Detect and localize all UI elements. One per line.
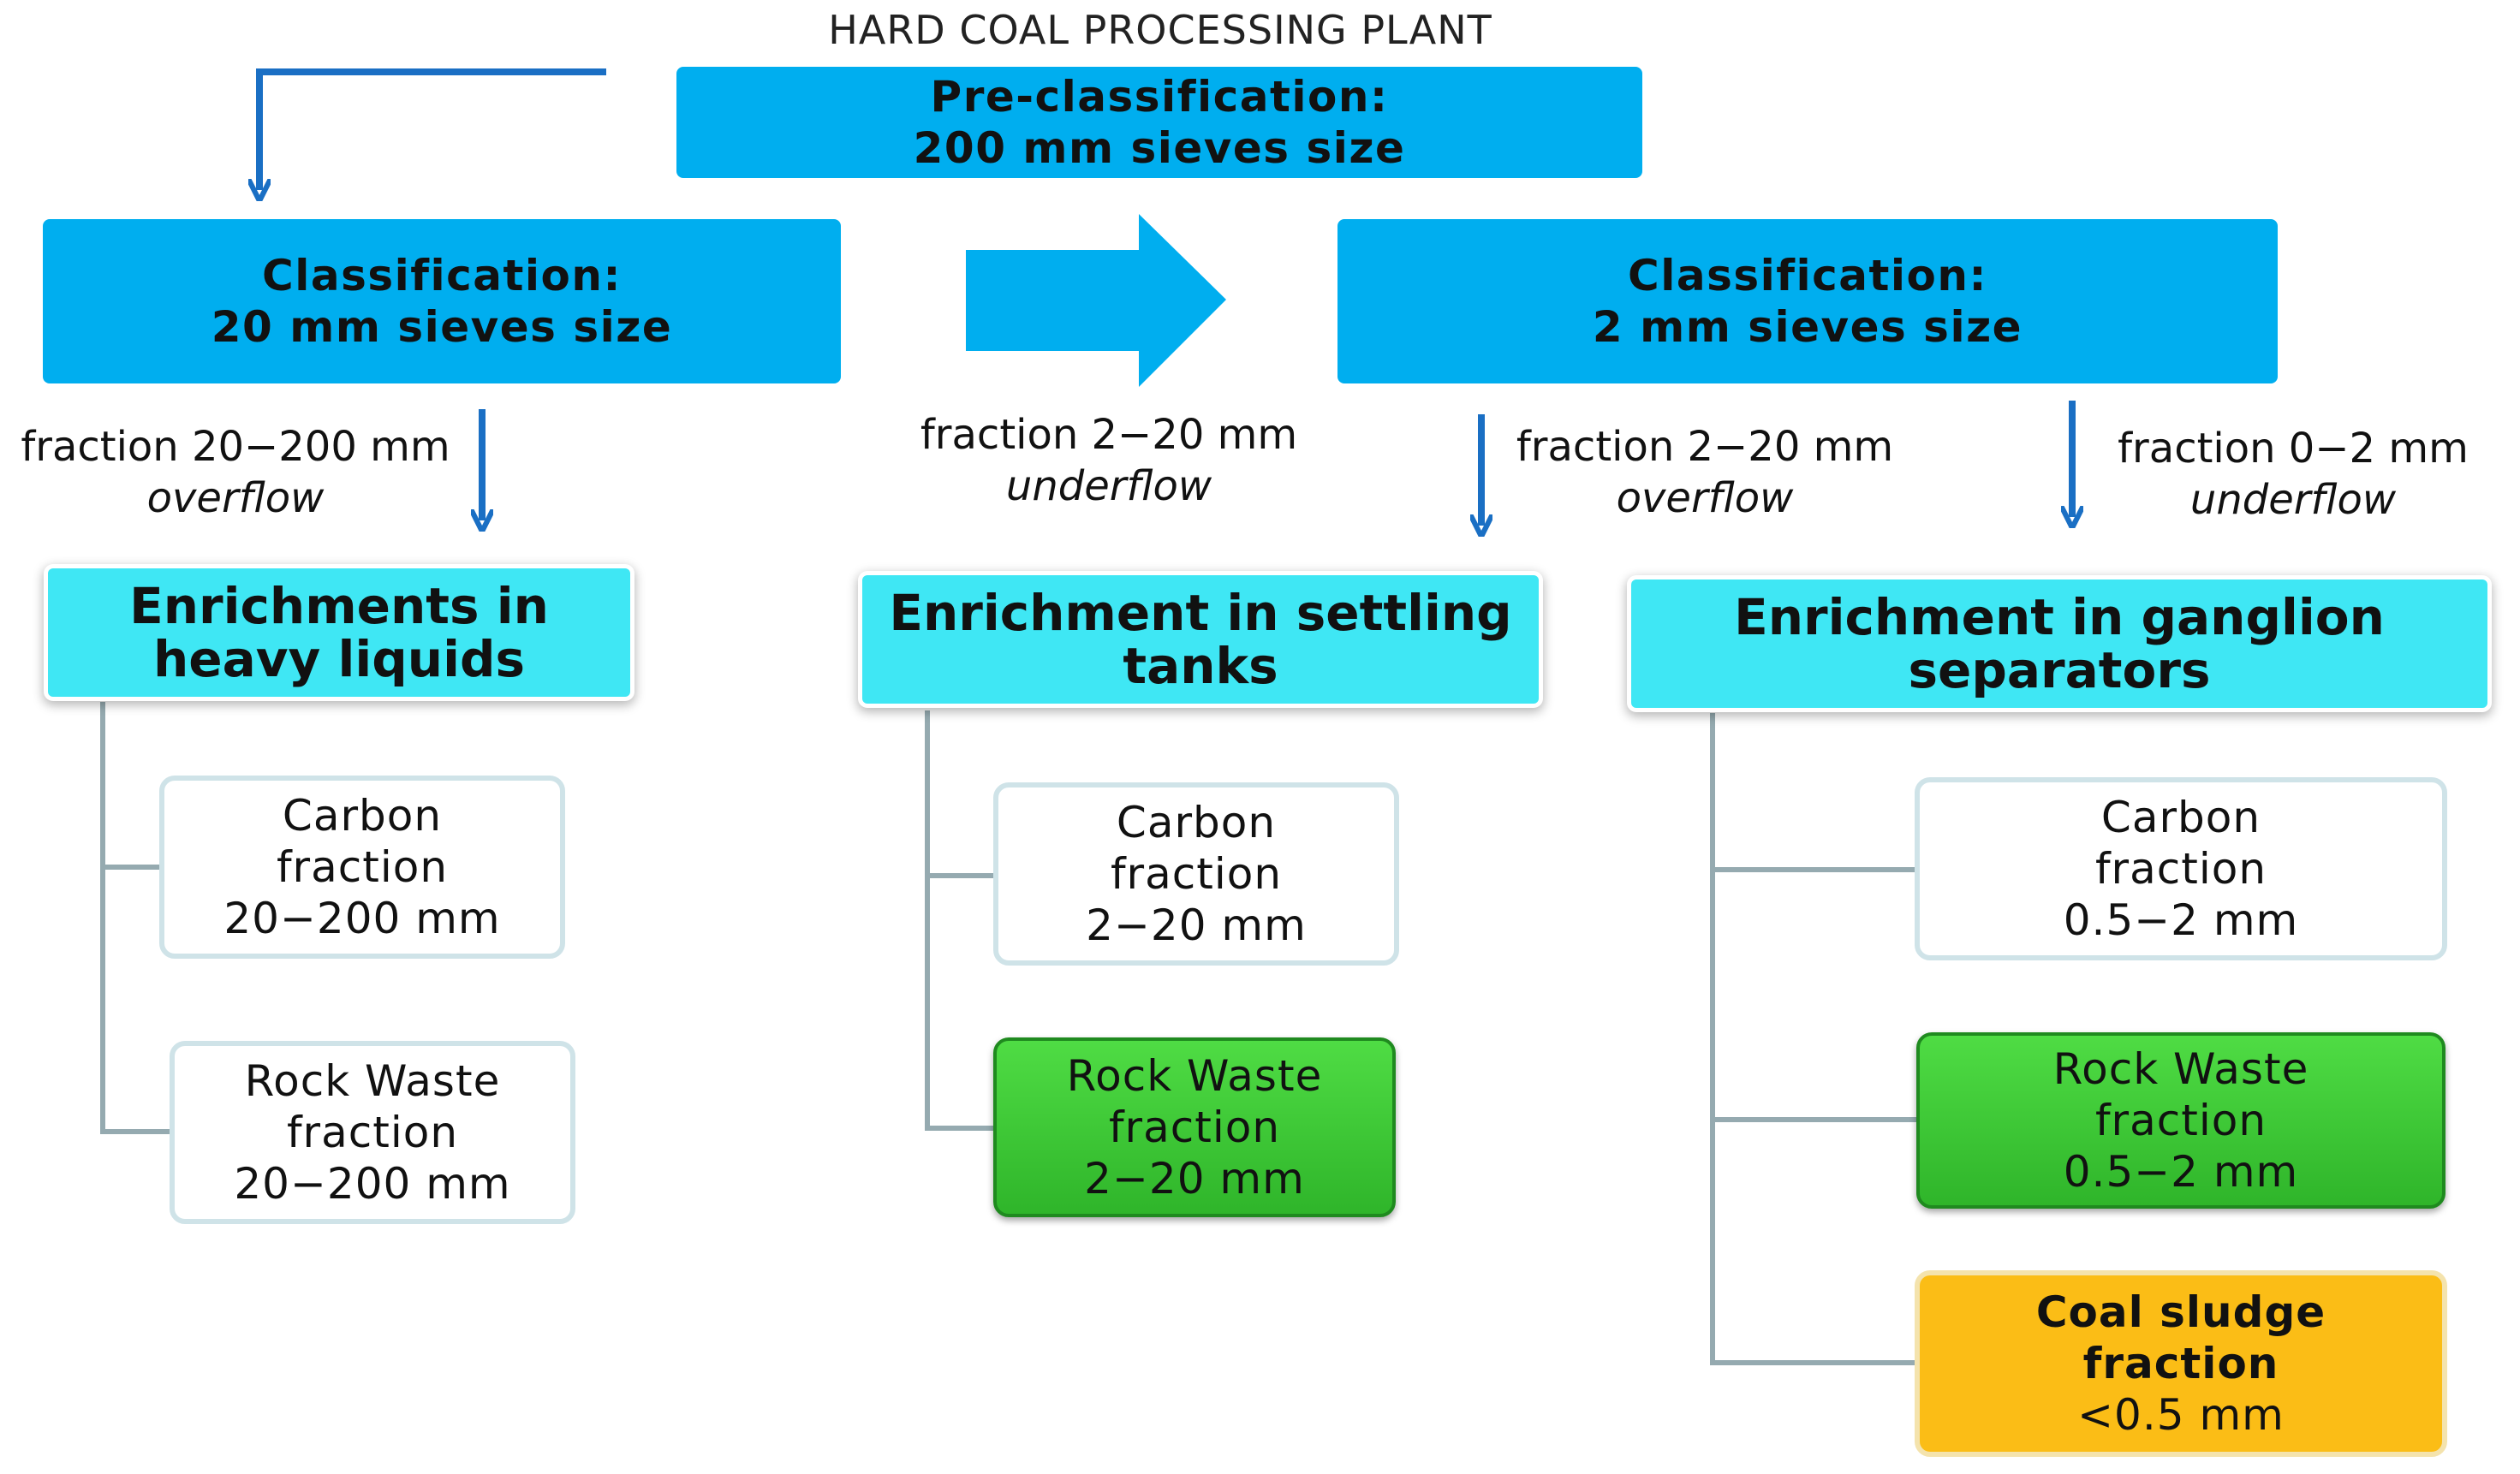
enrichment-settling-line2: tanks — [1123, 637, 1278, 695]
flow-ganglion-fraction: fraction 0−2 mm — [2118, 425, 2469, 473]
leaf-line1: Rock Waste — [244, 1056, 501, 1106]
classification-2mm-line1: Classification: — [1628, 251, 1987, 300]
leaf-line3: 2−20 mm — [1086, 900, 1307, 950]
flow-label-heavy: fraction 20−200 mm overflow — [9, 421, 462, 524]
leaf-line3: 20−200 mm — [223, 894, 501, 943]
connector-settling — [925, 710, 995, 1131]
classification-20mm-box: Classification: 20 mm sieves size — [43, 219, 841, 383]
leaf-settling-rock-waste: Rock Waste fraction 2−20 mm — [993, 1037, 1396, 1217]
leaf-settling-carbon: Carbon fraction 2−20 mm — [993, 782, 1399, 966]
leaf-ganglion-carbon: Carbon fraction 0.5−2 mm — [1915, 777, 2447, 960]
flow-mid-type: underflow — [1005, 462, 1212, 510]
connector-ganglion — [1710, 713, 1918, 1365]
return-arrow — [259, 68, 606, 190]
leaf-line1: Carbon — [2100, 793, 2261, 842]
preclassification-line1: Pre-classification: — [930, 72, 1389, 122]
enrichment-heavy-line2: heavy liquids — [152, 630, 526, 688]
enrichment-ganglion-separators: Enrichment in ganglion separators — [1631, 579, 2487, 708]
flow-ganglion-type: underflow — [2189, 476, 2397, 524]
leaf-heavy-rock-waste: Rock Waste fraction 20−200 mm — [170, 1041, 575, 1224]
leaf-line1: Carbon — [282, 791, 443, 841]
enrichment-ganglion-line1: Enrichment in ganglion — [1734, 588, 2385, 646]
enrichment-heavy-liquids: Enrichments in heavy liquids — [48, 568, 630, 697]
enrichment-settling-line1: Enrichment in settling — [889, 584, 1512, 642]
leaf-line2: fraction — [1110, 849, 1283, 899]
leaf-line1: Rock Waste — [2052, 1044, 2309, 1094]
classification-20mm-line1: Classification: — [262, 251, 622, 300]
enrichment-heavy-line1: Enrichments in — [129, 577, 549, 635]
leaf-line3: 0.5−2 mm — [2063, 895, 2299, 945]
leaf-line3: 20−200 mm — [234, 1159, 511, 1209]
flow-mid-fraction: fraction 2−20 mm — [920, 411, 1298, 459]
classification-2mm-line2: 2 mm sieves size — [1592, 302, 2023, 352]
leaf-line3: <0.5 mm — [2077, 1390, 2285, 1440]
leaf-line2: fraction — [2082, 1339, 2279, 1388]
leaf-line2: fraction — [286, 1108, 459, 1157]
leaf-line1: Coal sludge — [2035, 1287, 2326, 1337]
leaf-line3: 2−20 mm — [1084, 1154, 1305, 1204]
flow-label-settling: fraction 2−20 mm overflow — [1504, 421, 1906, 524]
flow-label-mid: fraction 2−20 mm underflow — [908, 409, 1310, 512]
leaf-line1: Rock Waste — [1066, 1051, 1323, 1101]
flow-heavy-type: overflow — [146, 474, 325, 522]
flow-label-ganglion: fraction 0−2 mm underflow — [2096, 423, 2490, 526]
leaf-line2: fraction — [276, 842, 449, 892]
flow-settling-fraction: fraction 2−20 mm — [1516, 423, 1894, 471]
plant-title: HARD COAL PROCESSING PLANT — [828, 7, 1492, 53]
flow-heavy-fraction: fraction 20−200 mm — [21, 423, 450, 471]
enrichment-ganglion-line2: separators — [1908, 641, 2211, 699]
classification-20mm-line2: 20 mm sieves size — [211, 302, 673, 352]
preclassification-line2: 200 mm sieves size — [913, 123, 1406, 173]
enrichment-settling-tanks: Enrichment in settling tanks — [862, 575, 1539, 704]
leaf-ganglion-coal-sludge: Coal sludge fraction <0.5 mm — [1915, 1270, 2447, 1457]
leaf-line1: Carbon — [1116, 798, 1277, 847]
classification-2mm-box: Classification: 2 mm sieves size — [1337, 219, 2278, 383]
leaf-line2: fraction — [2094, 844, 2267, 894]
leaf-line2: fraction — [2094, 1096, 2267, 1145]
preclassification-box: Pre-classification: 200 mm sieves size — [676, 67, 1642, 178]
leaf-line2: fraction — [1108, 1103, 1281, 1152]
leaf-ganglion-rock-waste: Rock Waste fraction 0.5−2 mm — [1916, 1032, 2446, 1209]
block-arrow-right — [966, 214, 1226, 387]
leaf-line3: 0.5−2 mm — [2063, 1147, 2299, 1197]
connector-heavy — [100, 702, 171, 1134]
leaf-heavy-carbon: Carbon fraction 20−200 mm — [159, 776, 565, 959]
flow-settling-type: overflow — [1616, 474, 1794, 522]
